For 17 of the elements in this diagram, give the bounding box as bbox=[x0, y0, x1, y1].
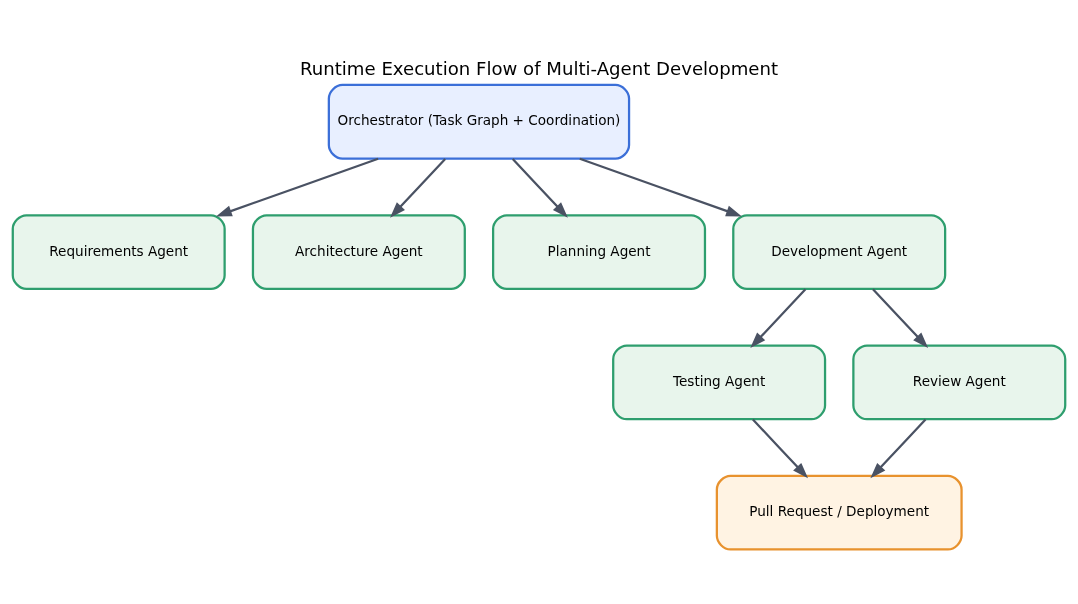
arrow bbox=[579, 157, 742, 216]
arrow bbox=[511, 157, 568, 218]
node-box: Orchestrator (Task Graph + Coordination) bbox=[327, 83, 631, 160]
node-box: Testing Agent bbox=[612, 343, 827, 420]
arrow bbox=[390, 157, 446, 218]
arrow bbox=[870, 418, 927, 478]
arrow bbox=[215, 157, 379, 216]
node-box: Review Agent bbox=[852, 343, 1067, 420]
arrow bbox=[872, 287, 929, 348]
node-box: Planning Agent bbox=[492, 213, 707, 290]
node-box: Architecture Agent bbox=[251, 213, 466, 290]
node-box: Requirements Agent bbox=[11, 213, 226, 290]
arrow bbox=[750, 287, 807, 348]
arrow bbox=[752, 418, 809, 478]
diagram-title: Runtime Execution Flow of Multi-Agent Development bbox=[300, 57, 778, 79]
node-box: Pull Request / Deployment bbox=[715, 474, 963, 551]
node-box: Development Agent bbox=[732, 213, 947, 290]
